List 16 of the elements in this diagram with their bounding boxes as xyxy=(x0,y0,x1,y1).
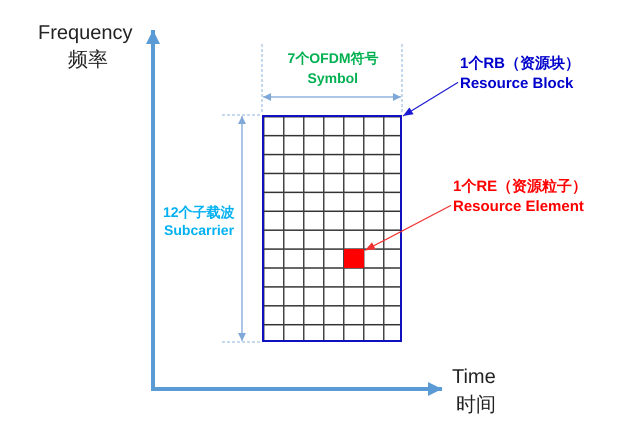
callout-label: 1个RB（资源块） xyxy=(460,54,580,74)
dimension-label: 7个OFDM符号 xyxy=(288,50,378,66)
dimension-label: Subcarrier xyxy=(164,222,234,238)
arrow xyxy=(402,82,458,117)
resource-element-cell xyxy=(344,249,364,268)
dimension-label: Symbol xyxy=(308,70,358,86)
callout-label: Resource Block xyxy=(460,74,574,94)
callout-label: 1个RE（资源粒子） xyxy=(453,177,588,197)
arrow xyxy=(364,204,452,251)
axis-label: Time xyxy=(452,366,496,389)
axis-label: 时间 xyxy=(456,394,496,417)
axis-label: 频率 xyxy=(68,49,108,72)
callout-label: Resource Element xyxy=(453,197,584,218)
axis-label: Frequency xyxy=(38,22,132,45)
dimension-label: 12个子载波 xyxy=(163,204,235,220)
resource-grid xyxy=(262,115,402,342)
